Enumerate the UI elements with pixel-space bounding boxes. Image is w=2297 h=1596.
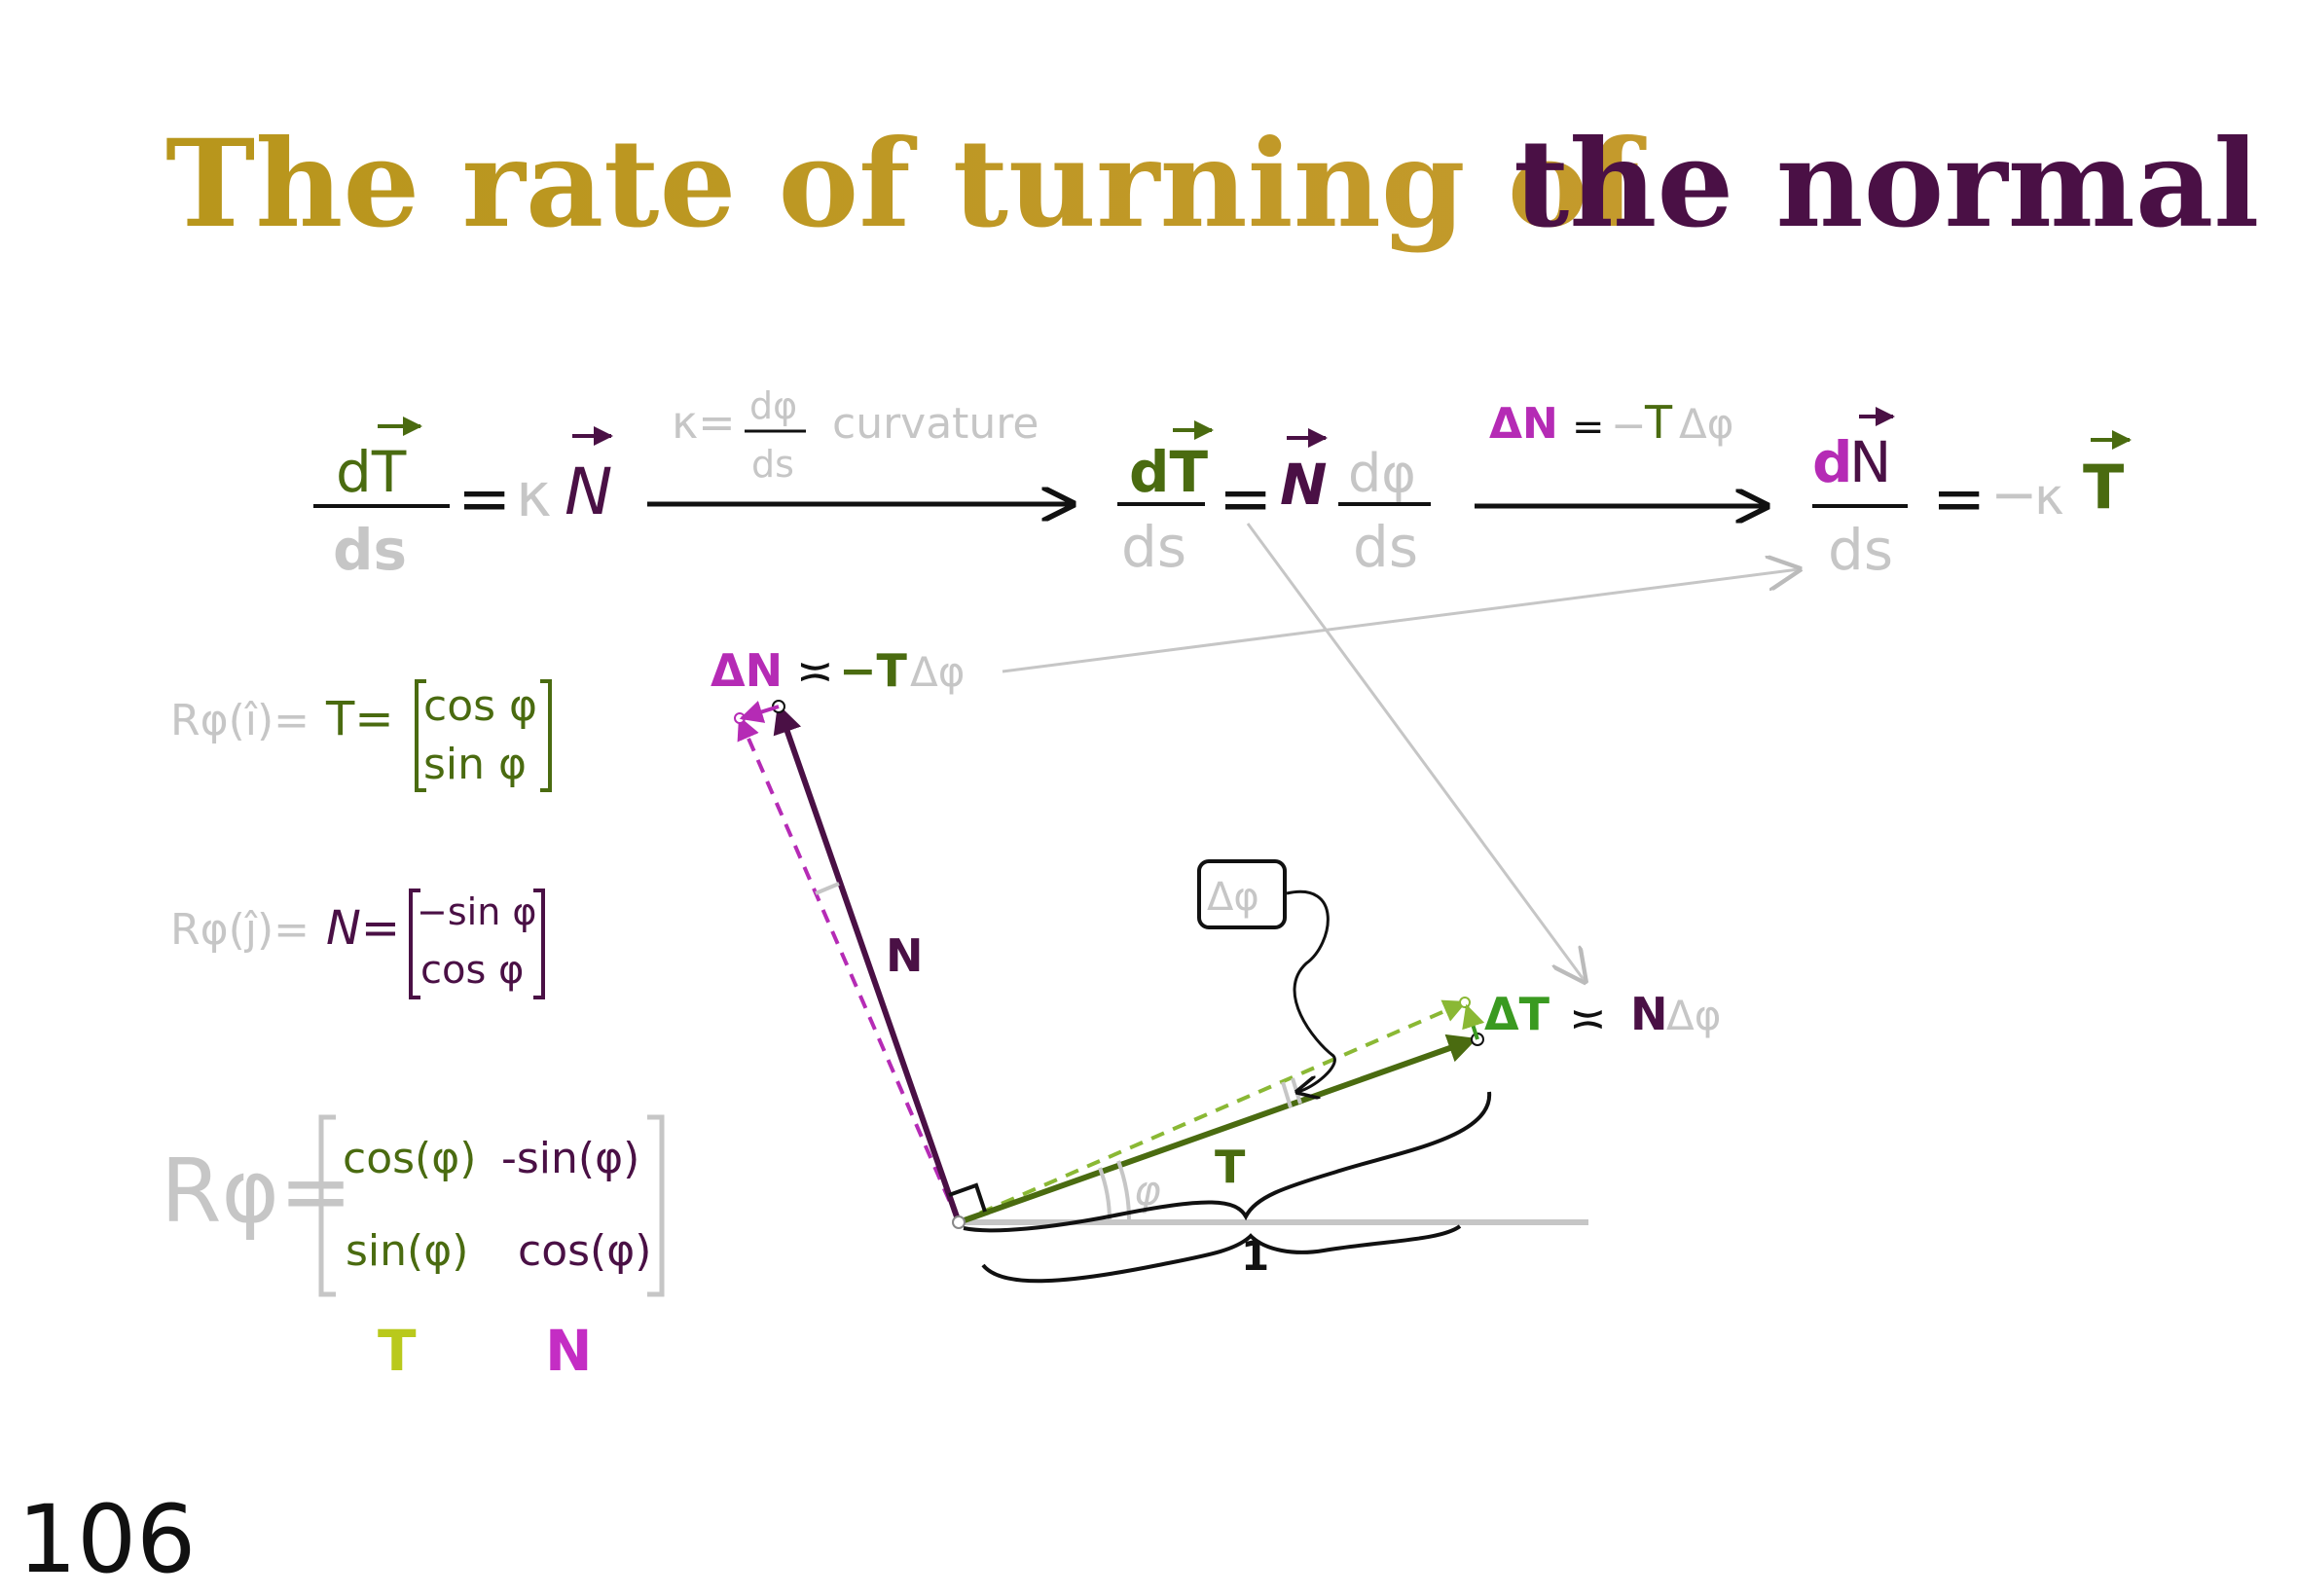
right-angle-marker	[948, 1182, 987, 1213]
dT-label-N: N	[1630, 988, 1668, 1040]
origin-dot	[952, 1215, 966, 1229]
connector-eq2-to-dT	[1246, 523, 1585, 981]
title-part2: the normal	[1513, 114, 2259, 255]
eq1-normal: N	[565, 454, 612, 529]
matrix-r2c1: sin(φ)	[346, 1226, 468, 1276]
angle-arc-2	[1116, 1160, 1132, 1223]
dN-label-dN: ΔN	[711, 644, 783, 697]
matrix-r1c2: -sin(φ)	[501, 1134, 639, 1183]
delta-T-vector	[1462, 1003, 1485, 1040]
matrix-col2-label: N	[545, 1318, 593, 1384]
connector-dN-to-eq3	[1002, 569, 1799, 673]
T-def-right-bracket	[540, 679, 552, 792]
page-number: 106	[18, 1485, 196, 1594]
eq3-kappa: κ	[2034, 468, 2064, 526]
eq2-numerator: dT	[1129, 439, 1209, 505]
N-tick	[815, 882, 840, 895]
N-def-symbol: N=	[326, 901, 400, 956]
dT-label-dphi: Δφ	[1666, 992, 1721, 1039]
eq2-normal: N	[1280, 452, 1328, 518]
delta-N-eq: =	[1572, 405, 1605, 450]
dN-label-dphi: Δφ	[910, 648, 965, 696]
delta-N-minus: −	[1611, 401, 1647, 451]
angle-arc-1	[1098, 1167, 1112, 1223]
T-def-symbol: T=	[325, 692, 394, 746]
curvature-frac-num: dφ	[749, 384, 797, 427]
eq2-frac-num: dφ	[1348, 443, 1416, 504]
brace-lower	[981, 1224, 1462, 1284]
eq3-minus: −	[1990, 461, 2038, 527]
T-def-left-bracket	[415, 679, 426, 792]
dphi-box	[1197, 859, 1287, 929]
eq2-denominator: ds	[1121, 514, 1186, 580]
brace-upper	[963, 1091, 1492, 1233]
dN-label-minus-T: −T	[839, 644, 908, 697]
vector-diagram: φ N T ΔN ≍ −T Δφ ΔT ≍ N Δφ Δφ 1	[711, 644, 1721, 1284]
dphi-pointer	[1286, 889, 1336, 1092]
N-def-row2: cos φ	[420, 948, 524, 993]
eq3-T: T	[2083, 452, 2124, 523]
equation-dT-ds-dphi: dT ds = N dφ ds	[1117, 420, 1431, 580]
matrix-label: Rφ=	[161, 1141, 352, 1243]
matrix-left-bracket	[318, 1114, 336, 1297]
eq2-equals: =	[1219, 461, 1272, 536]
N-def-prefix: Rφ(ĵ)=	[170, 905, 310, 955]
eq1-equals: =	[457, 461, 511, 536]
dN-label-approx: ≍	[796, 644, 834, 697]
equation-dT-ds: dT ds = κ N	[313, 417, 613, 583]
dT-label-dT: ΔT	[1484, 988, 1550, 1040]
eq3-denominator: ds	[1828, 517, 1893, 583]
N-def-row1: −sin φ	[417, 890, 536, 933]
N-definition: Rφ(ĵ)= N= −sin φ cos φ	[170, 889, 545, 999]
eq3-num-d: d	[1812, 429, 1853, 495]
matrix-r1c1: cos(φ)	[343, 1134, 476, 1183]
curvature-word: curvature	[832, 399, 1039, 449]
eq1-kappa: κ	[516, 459, 552, 530]
title-part1: The rate of turning of	[165, 114, 1646, 255]
matrix-col1-label: T	[378, 1318, 417, 1384]
delta-N-dphi: Δφ	[1679, 400, 1733, 448]
N-vector-label: N	[886, 929, 924, 982]
T-definition: Rφ(î)= T= cos φ sin φ	[170, 679, 552, 792]
eq1-denominator: ds	[333, 517, 407, 583]
curvature-frac-den: ds	[751, 443, 794, 486]
rotation-matrix: Rφ= cos(φ) -sin(φ) sin(φ) cos(φ) T N	[161, 1114, 665, 1384]
dphi-box-label: Δφ	[1207, 875, 1259, 920]
rotated-T-dashed	[958, 999, 1468, 1224]
N-def-right-bracket	[533, 889, 545, 999]
delta-N-lhs: ΔN	[1489, 399, 1558, 449]
curvature-label: κ= dφ ds curvature	[672, 384, 1039, 486]
T-def-row2: sin φ	[423, 740, 527, 789]
brace-label: 1	[1241, 1232, 1269, 1280]
matrix-r2c2: cos(φ)	[518, 1226, 651, 1276]
matrix-right-bracket	[647, 1114, 665, 1297]
delta-N-vector	[739, 701, 780, 723]
delta-N-T: T	[1644, 396, 1673, 449]
delta-N-label: ΔN = − T Δφ	[1489, 396, 1733, 451]
dT-tip-dot	[1459, 997, 1471, 1008]
N-def-left-bracket	[409, 889, 420, 999]
eq1-numerator: dT	[336, 439, 407, 505]
T-vector	[957, 1034, 1477, 1225]
curvature-k-eq: κ=	[672, 396, 736, 449]
T-tick-1	[1281, 1081, 1293, 1108]
eq3-num-N: N	[1849, 429, 1891, 495]
rotated-N-dashed	[737, 715, 961, 1223]
T-vector-label: T	[1215, 1141, 1246, 1193]
eq2-frac-den: ds	[1353, 514, 1418, 580]
T-def-prefix: Rφ(î)=	[170, 696, 310, 745]
eq3-equals: =	[1932, 461, 1986, 536]
equation-dN-ds: d N ds = − κ T	[1812, 407, 2132, 583]
dT-label-approx: ≍	[1569, 992, 1607, 1044]
N-vector	[773, 704, 962, 1223]
T-def-row1: cos φ	[423, 681, 537, 731]
